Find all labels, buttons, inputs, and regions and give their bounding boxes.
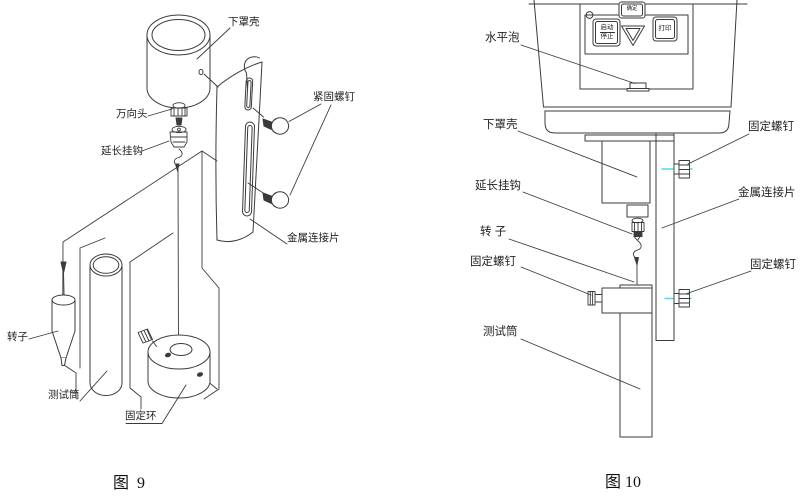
collar <box>587 284 653 314</box>
label-universal-head: 万向头 <box>116 108 148 120</box>
cover-shell-column <box>601 140 651 218</box>
fixing-ring <box>137 328 211 399</box>
label-fixing-screw-left: 固定螺钉 <box>470 256 516 268</box>
universal-head <box>170 102 188 126</box>
rotor-spindle <box>51 261 76 366</box>
caption-figure10: 图 10 <box>605 474 642 491</box>
confirm-button-shape <box>618 1 646 19</box>
label-extension-hook-fig9: 延长挂钩 <box>101 145 143 157</box>
instrument-head <box>528 0 748 134</box>
caption-figure9: 图 9 <box>113 475 146 492</box>
label-test-cylinder-fig9: 测试筒 <box>48 389 80 401</box>
label-level-bubble: 水平泡 <box>485 32 520 44</box>
hook-assembly <box>631 217 645 286</box>
test-cylinder-right <box>619 312 653 438</box>
level-bubble-shape <box>626 82 650 92</box>
fastening-screw-1 <box>262 117 290 135</box>
figure10-leaders <box>508 44 752 390</box>
shell-hole <box>198 68 204 76</box>
stop-label: 停止 <box>600 32 614 40</box>
down-triangle-icon <box>621 25 645 46</box>
label-rotor-fig10: 转 子 <box>480 226 507 238</box>
indicator-light <box>585 11 594 19</box>
start-stop-button-label: 启动 停止 <box>596 24 618 41</box>
label-cover-shell-fig10: 下罩壳 <box>483 119 518 131</box>
cover-shell-cylinder <box>146 14 219 109</box>
fixing-screw-bottom <box>673 289 690 308</box>
metal-connector-plate-right <box>655 133 675 341</box>
label-metal-connector-fig10: 金属连接片 <box>738 187 796 199</box>
mounting-bar <box>584 134 675 142</box>
label-cover-shell-fig9: 下罩壳 <box>228 16 260 28</box>
figure9-drawing <box>28 14 332 424</box>
metal-connector-plate <box>215 56 263 243</box>
label-fixing-ring: 固定环 <box>125 410 157 422</box>
extension-hook-part <box>169 125 188 172</box>
start-label: 启动 <box>599 24 615 33</box>
label-fixing-screw-bottom-right: 固定螺钉 <box>750 259 796 271</box>
fixing-screw-top <box>673 160 690 179</box>
test-cylinder-left <box>89 253 123 396</box>
fastening-screw-2 <box>262 191 290 209</box>
figure10-drawing <box>508 0 752 438</box>
print-button-shape <box>652 16 678 42</box>
control-panel <box>579 1 694 92</box>
label-fastening-screw: 紧固螺钉 <box>313 91 355 103</box>
label-metal-connector-fig9: 金属连接片 <box>287 232 340 244</box>
alignment-line <box>177 167 179 351</box>
ring-screw <box>137 328 157 347</box>
label-test-cylinder-fig10: 测试筒 <box>483 326 518 338</box>
label-fixing-screw-top-right: 固定螺钉 <box>748 121 794 133</box>
print-button-label: 打印 <box>658 25 672 32</box>
label-rotor-fig9: 转子 <box>7 331 28 343</box>
collar-screw <box>587 291 603 306</box>
label-extension-hook-fig10: 延长挂钩 <box>475 180 521 192</box>
figure9-leaders <box>28 27 332 424</box>
confirm-button-label: 确定 <box>626 6 638 12</box>
